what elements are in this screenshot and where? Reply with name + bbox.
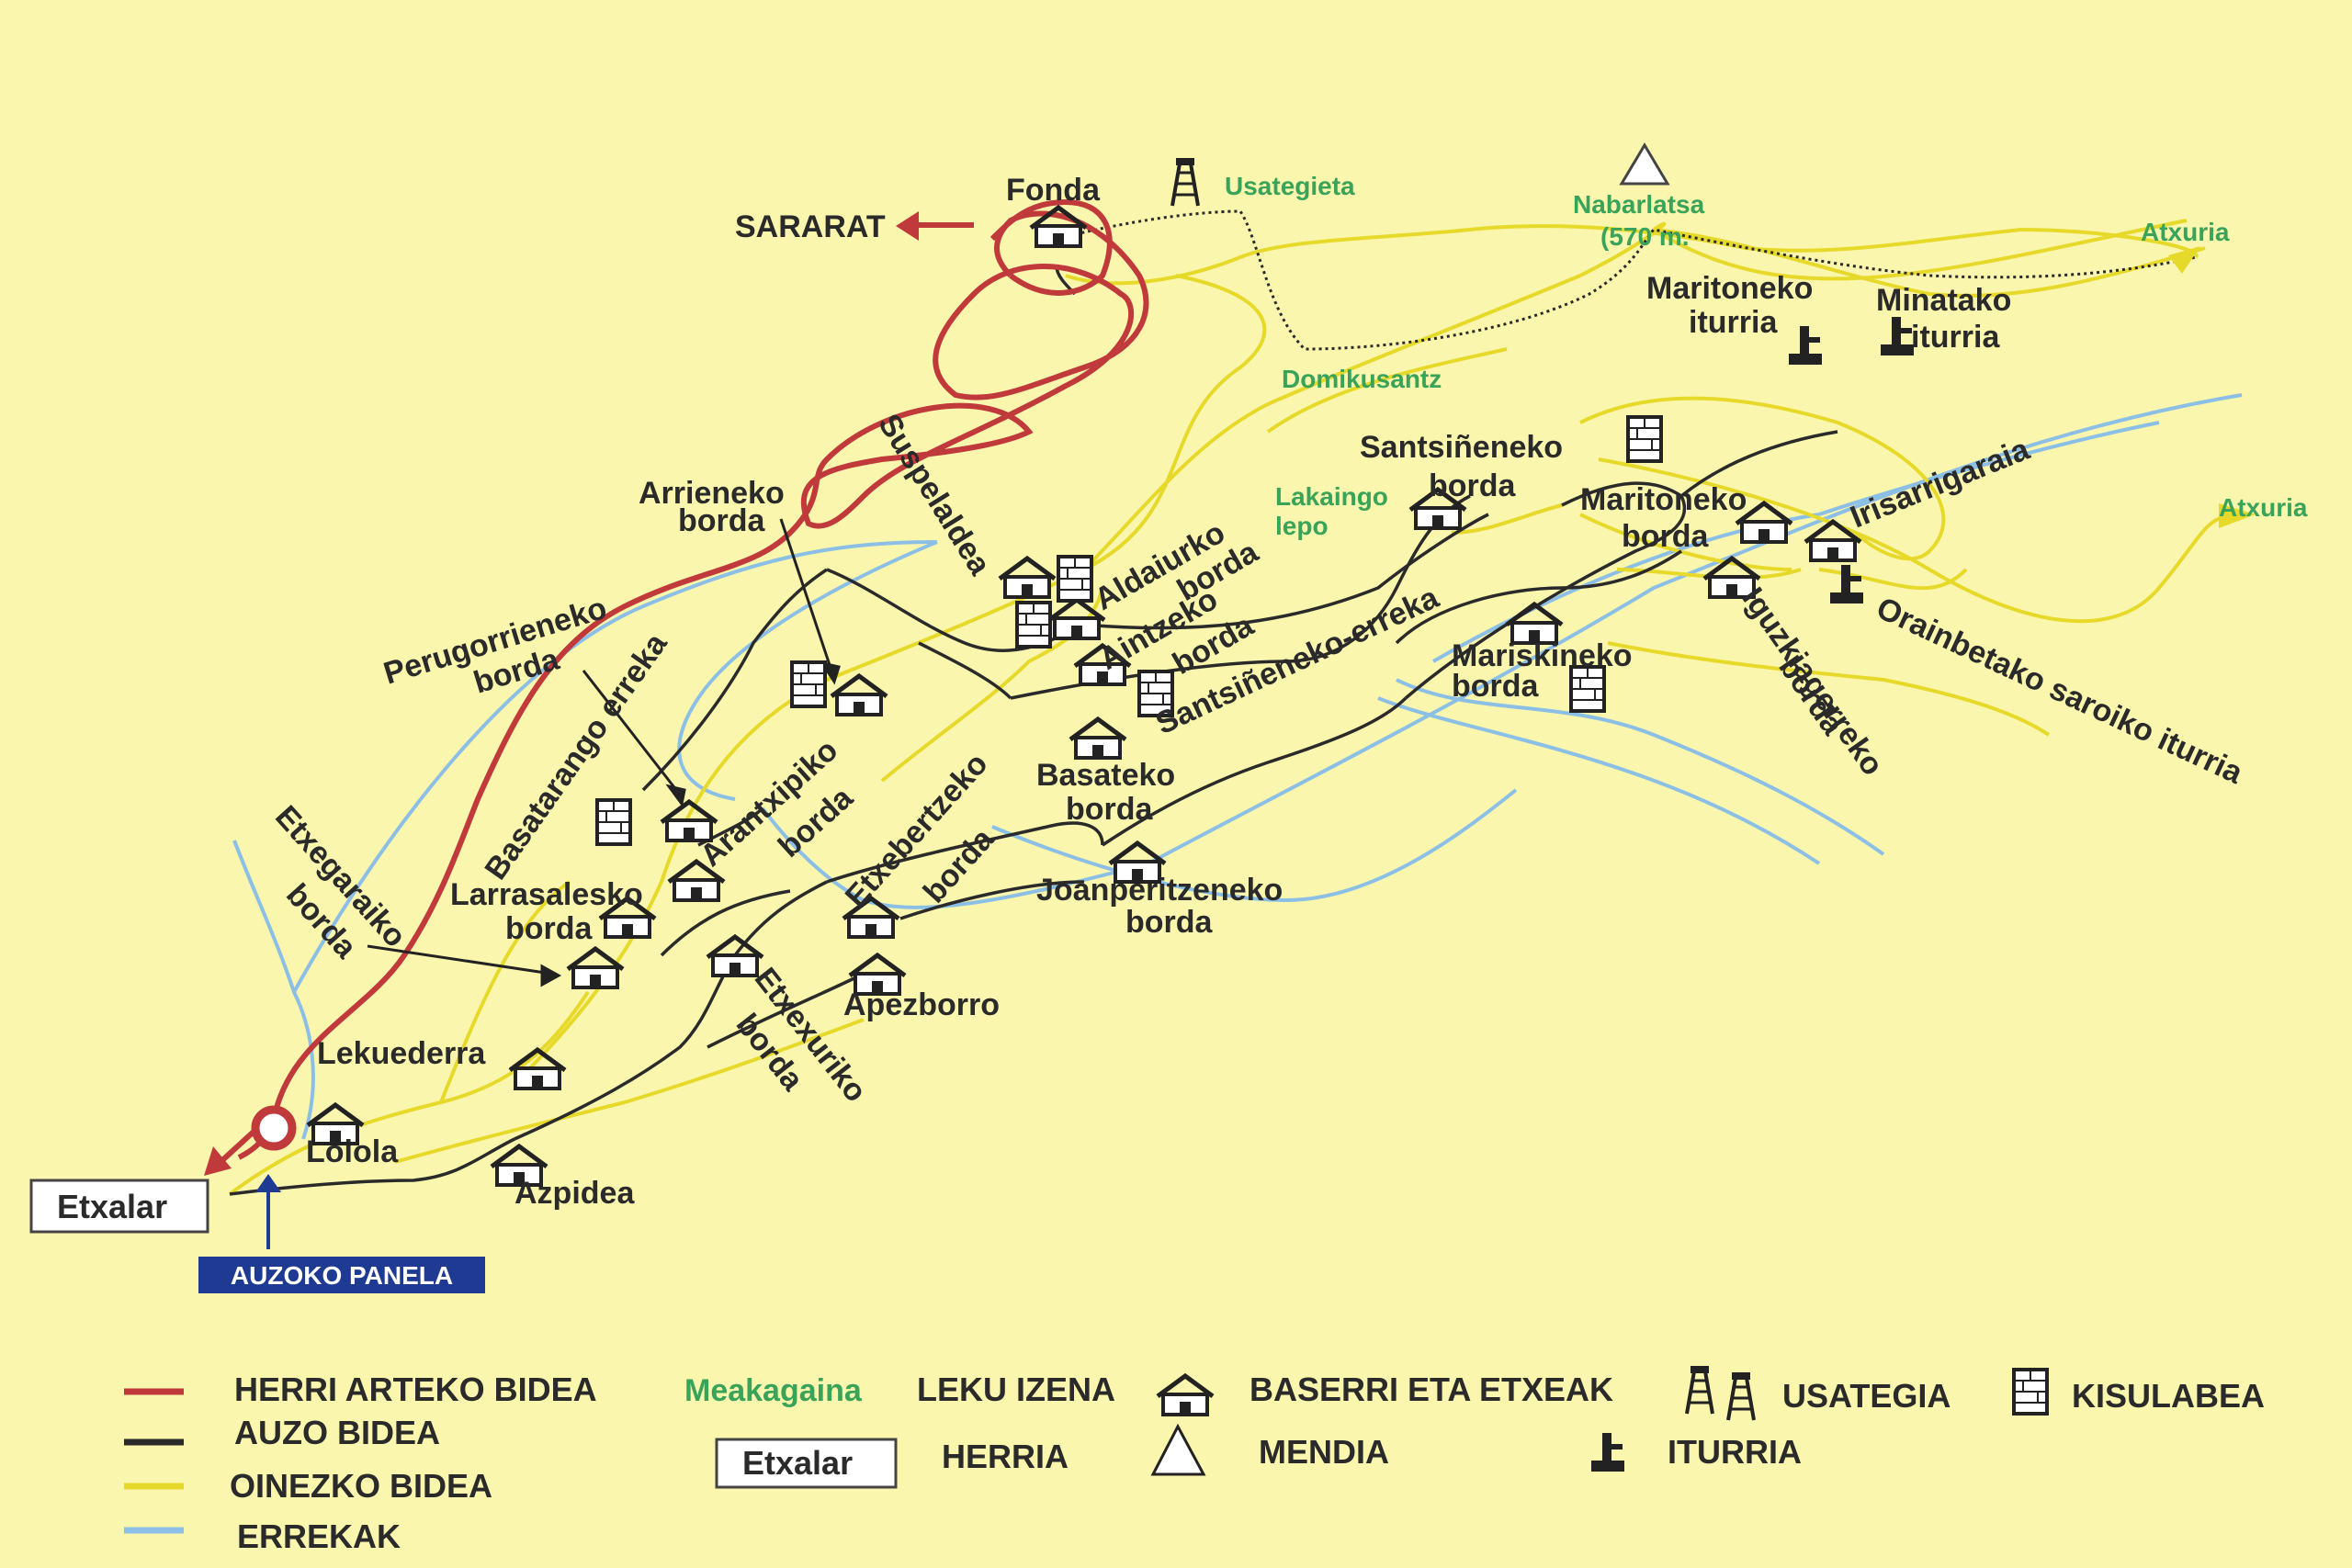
legend-oinezko-bidea: OINEZKO BIDEA (230, 1467, 492, 1505)
label-fonda: Fonda (1006, 173, 1101, 208)
lime-kiln-icon (1015, 601, 1052, 649)
arrow-icon (255, 1174, 281, 1249)
main-road-ext (989, 198, 1113, 296)
legend-mendia: MENDIA (1259, 1433, 1389, 1471)
lime-kiln-icon (1626, 415, 1663, 463)
label-azpidea: Azpidea (514, 1176, 635, 1211)
house-icon (1000, 558, 1055, 597)
label-atxuria: Atxuria (2219, 493, 2308, 522)
legend-herria: HERRIA (942, 1438, 1069, 1475)
house-icon (1805, 522, 1860, 560)
lime-kiln-icon (2012, 1368, 2049, 1416)
spring-icon (1881, 317, 1914, 355)
house-icon (568, 949, 623, 987)
legend-herria-sample: Etxalar (742, 1444, 853, 1482)
arrow-icon (896, 211, 974, 241)
ridge-line (1056, 209, 2197, 351)
label-basateko-borda: borda (1066, 792, 1154, 827)
label-usategieta: Usategieta (1225, 172, 1355, 200)
label-loiola: Loiola (306, 1134, 399, 1169)
lime-kiln-icon (1569, 665, 1606, 713)
label-apezborro: Apezborro (843, 987, 1000, 1022)
label-irisarrigaraia: Irisarrigaraia (1846, 432, 2035, 536)
label-nabarlatsa-alt: (570 m. (1600, 222, 1690, 251)
label-maritoneko-borda: borda (1622, 519, 1710, 554)
label-atxuria: Atxuria (2141, 218, 2230, 246)
dovecote-icon (1726, 1371, 1756, 1422)
legend-baserri-eta-etxeak: BASERRI ETA ETXEAK (1250, 1371, 1613, 1408)
label-lakaingo-lepo: lepo (1275, 512, 1329, 540)
label-domikusantz: Domikusantz (1282, 365, 1442, 393)
legend-kisulabea: KISULABEA (2072, 1377, 2265, 1415)
label-sararat: SARARAT (735, 209, 886, 244)
legend-leku-izena: LEKU IZENA (917, 1371, 1115, 1408)
label-maritoneko-iturria: Maritoneko (1646, 271, 1813, 306)
house-icon (1070, 719, 1125, 758)
legend-leku-izena-sample: Meakagaina (684, 1373, 863, 1408)
town-etxalar: Etxalar (29, 1179, 209, 1234)
label-arrieneko-borda: Arrieneko (639, 476, 785, 511)
houses (308, 208, 1860, 1185)
label-suspelaldea: Suspelaldea (871, 408, 998, 581)
arrow-icon (2168, 246, 2200, 274)
label-joanperitzeneko-borda: borda (1125, 905, 1214, 940)
label-santsineneko-borda: Santsiñeneko (1360, 430, 1563, 465)
label-minatako-iturria: Minatako (1876, 283, 2011, 318)
legend-auzo-bidea: AUZO BIDEA (234, 1414, 440, 1451)
label-nabarlatsa: Nabarlatsa (1573, 190, 1705, 219)
dovecote-icon (1685, 1364, 1714, 1416)
start-point-icon (251, 1105, 297, 1151)
legend-usategia: USATEGIA (1782, 1377, 1951, 1415)
label-maritoneko-borda: Maritoneko (1580, 482, 1747, 517)
legend-errekak: ERREKAK (237, 1517, 401, 1555)
dovecote-icon (1170, 156, 1200, 208)
lime-kiln-icon (1057, 555, 1093, 603)
pointer-arrows (367, 518, 841, 987)
label-minatako-iturria: iturria (1911, 320, 2000, 355)
label-basateko-borda: Basateko (1036, 758, 1175, 793)
house-icon (831, 676, 887, 715)
auzoko-panela: AUZOKO PANELA (198, 1257, 485, 1293)
house-icon (707, 937, 763, 976)
label-lekuederra: Lekuederra (317, 1036, 486, 1071)
spring-icon (1789, 326, 1822, 365)
label-maritoneko-iturria: iturria (1689, 305, 1778, 340)
lime-kiln-icon (595, 798, 632, 846)
label-larrasalesko-borda: borda (505, 911, 594, 946)
legend: HERRI ARTEKO BIDEA AUZO BIDEA OINEZKO BI… (124, 1364, 2265, 1555)
green-labels: Usategieta Nabarlatsa (570 m. Atxuria At… (1225, 172, 2308, 540)
label-arrieneko-borda: borda (678, 503, 766, 538)
label-santsineneko-borda: borda (1429, 468, 1517, 503)
label-etxalar: Etxalar (57, 1188, 167, 1225)
mountain-icon (1150, 1423, 1206, 1476)
label-joanperitzeneko-borda: Joanperitzeneko (1036, 873, 1283, 908)
lime-kiln-icon (790, 660, 827, 708)
label-mariskineko-borda: borda (1452, 669, 1540, 704)
label-mariskineko-borda: Mariskineko (1452, 638, 1633, 673)
mountain-icon (1619, 142, 1670, 186)
arrow-icon (2219, 503, 2256, 528)
label-auzoko-panela: AUZOKO PANELA (231, 1261, 453, 1290)
label-lakaingo-lepo: Lakaingo (1275, 482, 1388, 511)
streams (232, 393, 2243, 1140)
label-larrasalesko-borda: Larrasalesko (450, 877, 643, 912)
legend-herri-arteko-bidea: HERRI ARTEKO BIDEA (234, 1371, 597, 1408)
legend-iturria: ITURRIA (1668, 1433, 1802, 1471)
house-icon (1158, 1376, 1213, 1415)
main-road (273, 210, 1149, 1112)
house-icon (510, 1050, 565, 1089)
spring-icon (1591, 1433, 1624, 1472)
